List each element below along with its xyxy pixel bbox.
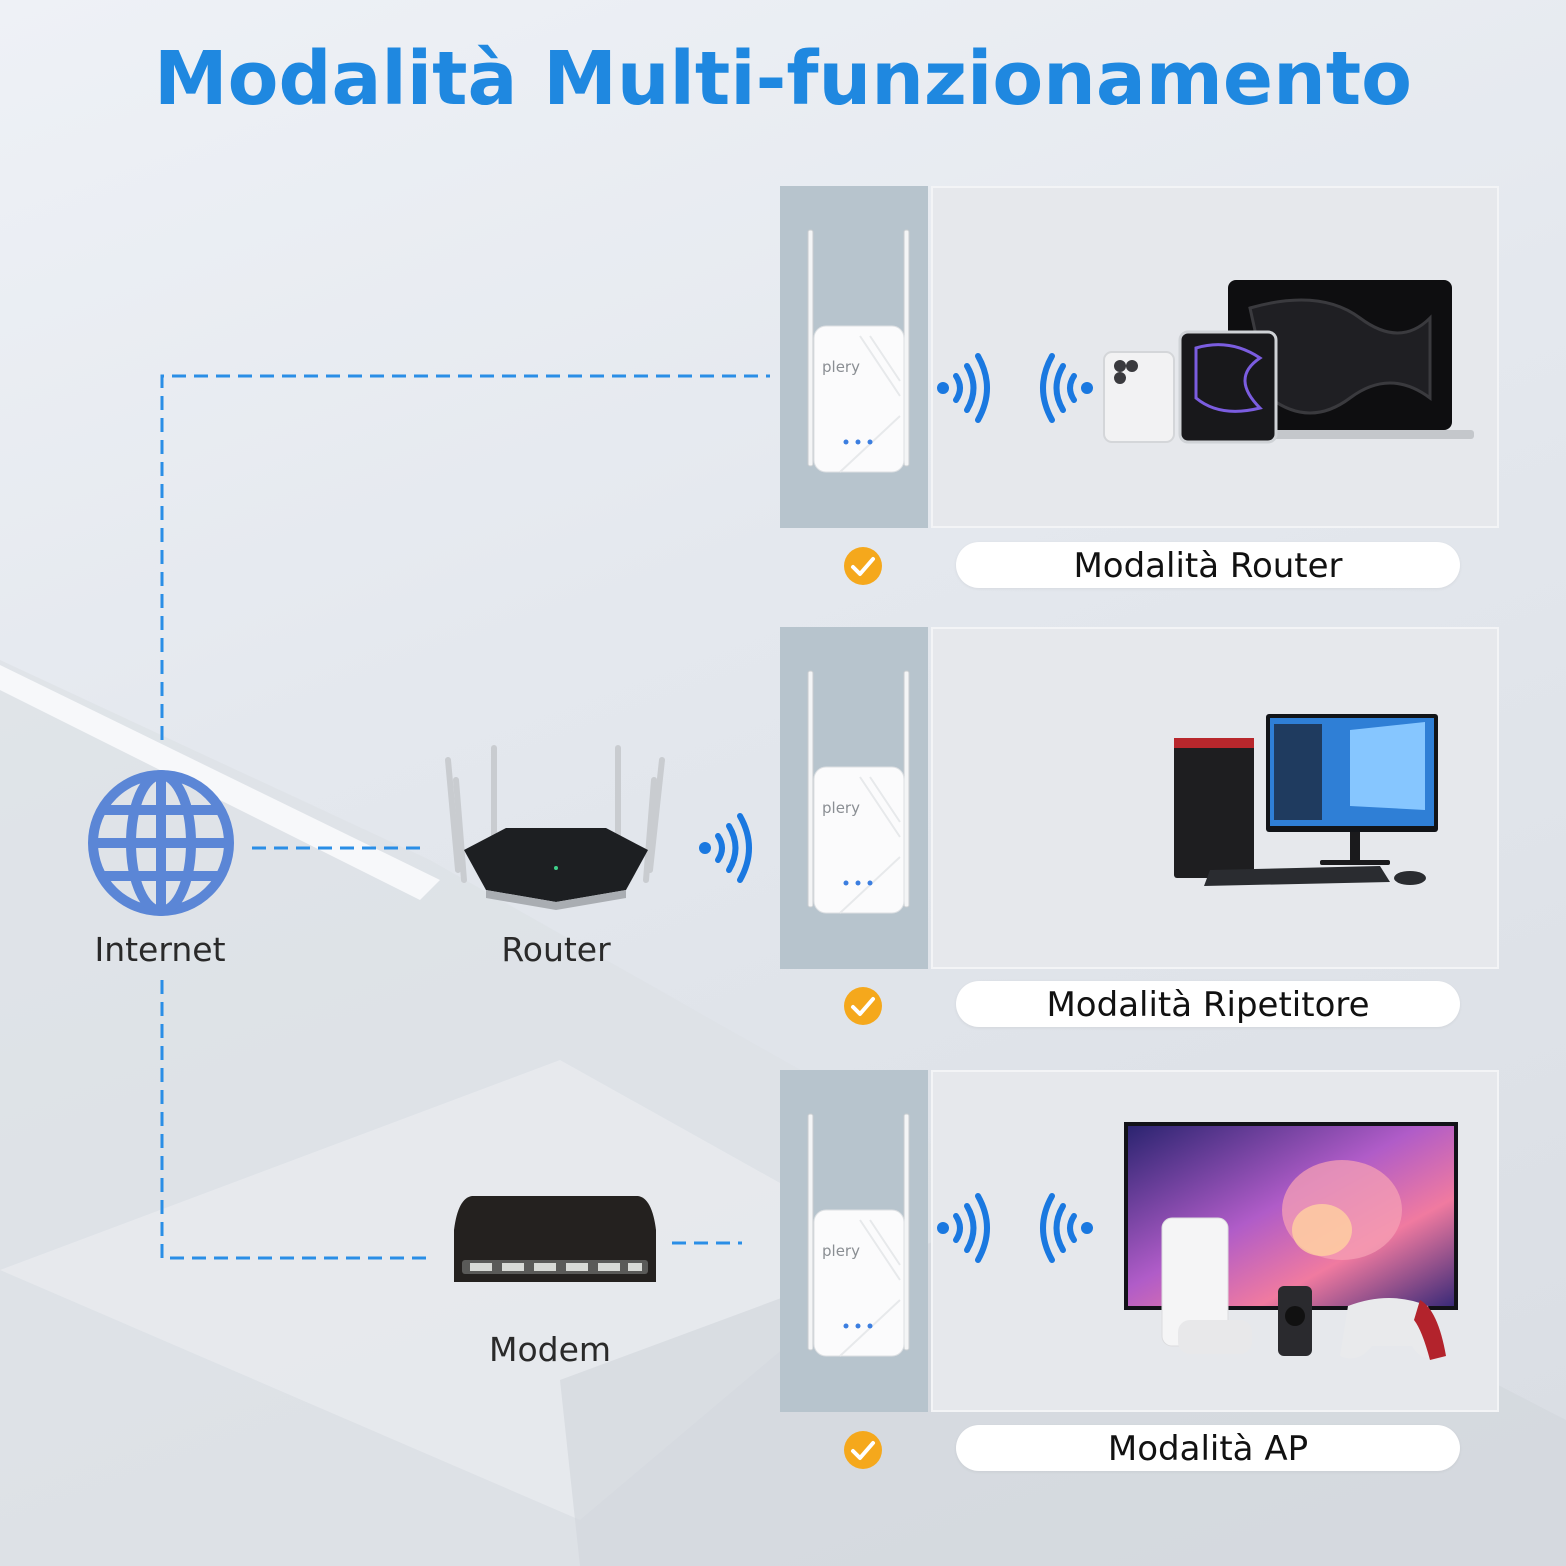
check-icon: [844, 1431, 882, 1469]
check-icon: [844, 547, 882, 585]
wifi-receive-icon: [1040, 1193, 1093, 1263]
extender-brand: plery: [822, 358, 860, 376]
mode-router-label: Modalità Router: [956, 542, 1460, 588]
modem-label: Modem: [488, 1330, 612, 1369]
extender-brand: plery: [822, 799, 860, 817]
mode-repeater-label: Modalità Ripetitore: [956, 981, 1460, 1027]
check-icon: [844, 987, 882, 1025]
page-title: Modalità Multi-funzionamento: [154, 36, 1412, 122]
globe-icon: [88, 770, 234, 916]
desktop-pc-image: [1174, 714, 1438, 886]
extender-image: plery: [807, 229, 910, 473]
wifi-signal-icon: [937, 1193, 990, 1263]
router-label: Router: [501, 930, 611, 969]
tv-and-devices-image: [1124, 1122, 1458, 1360]
modem-image: [454, 1196, 656, 1282]
extender-image: plery: [807, 670, 910, 914]
wifi-signal-icon: [937, 353, 990, 423]
router-image: [445, 745, 665, 910]
internet-label: Internet: [94, 930, 226, 969]
devices-phone-tablet-laptop-image: [1103, 280, 1474, 444]
wifi-signal-icon: [699, 813, 752, 883]
extender-brand: plery: [822, 1242, 860, 1260]
extender-image: plery: [807, 1113, 910, 1357]
wifi-receive-icon: [1040, 353, 1093, 423]
mode-ap-label: Modalità AP: [956, 1425, 1460, 1471]
